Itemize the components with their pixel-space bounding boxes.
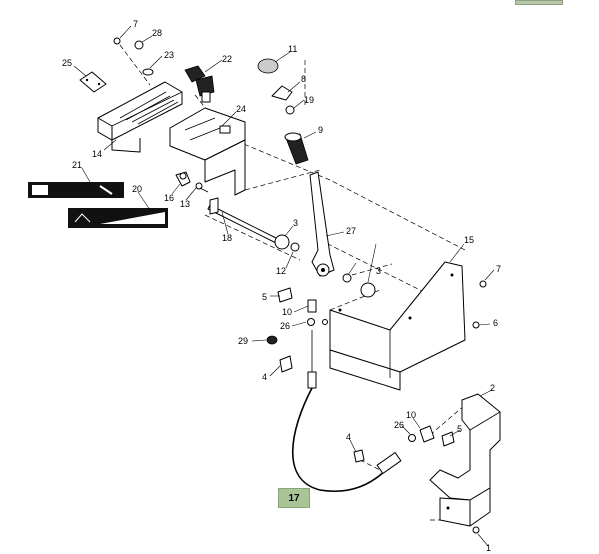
part-5-clip-lower[interactable] (441, 431, 455, 447)
callout-29: 29 (238, 336, 248, 346)
part-10-cable-end-lower[interactable] (419, 425, 435, 443)
part-12-washer-right[interactable] (342, 273, 352, 283)
part-26-nut[interactable] (307, 318, 315, 326)
part-9-handle-grip[interactable] (284, 132, 309, 165)
callout-26: 26 (280, 321, 290, 331)
decal-21 (28, 182, 124, 198)
callout-14: 14 (92, 149, 102, 159)
part-4-clip-lower[interactable] (353, 449, 365, 463)
callout-11: 11 (288, 44, 297, 54)
callout-6: 6 (493, 318, 498, 328)
callout-20: 20 (132, 184, 142, 194)
part-19-nut[interactable] (285, 105, 295, 115)
dashed-assembly-lines (119, 44, 470, 521)
top-tab-indicator (515, 0, 563, 5)
callout-15: 15 (464, 235, 474, 245)
part-22-switch[interactable] (184, 65, 215, 103)
callout-23: 23 (164, 50, 174, 60)
callout-5-lower: 5 (457, 424, 462, 434)
callout-4-upper: 4 (262, 372, 267, 382)
decal-20 (68, 208, 168, 228)
part-23-washer[interactable] (142, 68, 154, 76)
part-7-screw-right[interactable] (479, 280, 487, 288)
callout-21: 21 (72, 160, 82, 170)
callout-26-lower: 26 (394, 420, 404, 430)
part-6-screw[interactable] (472, 321, 480, 329)
callout-27: 27 (346, 226, 356, 236)
callout-10-lower: 10 (406, 410, 416, 420)
part-26-nut-lower[interactable] (408, 434, 416, 442)
callout-12-left: 12 (276, 266, 286, 276)
part-5-clip[interactable] (277, 287, 293, 303)
callout-10: 10 (282, 307, 292, 317)
part-28-nut[interactable] (134, 40, 144, 50)
callout-9: 9 (318, 125, 323, 135)
part-17-cable[interactable] (291, 330, 402, 492)
part-14-bracket[interactable] (97, 81, 183, 153)
part-25-plate[interactable] (79, 71, 107, 93)
part-24-bracket[interactable] (169, 107, 246, 196)
part-3-bushing-left[interactable] (274, 234, 290, 250)
callout-17-highlight[interactable]: 17 (278, 488, 310, 508)
part-6-small-screw[interactable] (322, 319, 328, 325)
callout-7-right: 7 (496, 264, 501, 274)
callout-3-left: 3 (293, 218, 298, 228)
callout-5: 5 (262, 292, 267, 302)
callout-28: 28 (152, 28, 162, 38)
part-16-fitting[interactable] (175, 171, 191, 187)
part-11-knob[interactable] (257, 58, 279, 74)
part-1-screw[interactable] (472, 526, 480, 534)
callout-18: 18 (222, 233, 232, 243)
callout-3-right: 3 (376, 266, 381, 276)
part-13-bolt[interactable] (195, 182, 209, 193)
callout-labels: 7 28 23 25 22 24 14 21 20 16 13 18 11 8 … (62, 19, 501, 553)
part-15-bracket[interactable] (329, 261, 466, 391)
callout-13: 13 (180, 199, 190, 209)
part-27-lever[interactable] (309, 171, 335, 277)
part-4-clip-upper[interactable] (279, 355, 293, 373)
callout-1: 1 (486, 543, 491, 553)
part-7-screw-top[interactable] (113, 37, 121, 45)
part-12-washer-left[interactable] (290, 242, 300, 252)
part-18-rod[interactable] (207, 197, 281, 245)
callout-22: 22 (222, 54, 232, 64)
callout-25: 25 (62, 58, 72, 68)
callout-4-lower: 4 (346, 432, 351, 442)
callout-16: 16 (164, 193, 174, 203)
callout-17-label: 17 (288, 492, 300, 504)
part-10-cable-end[interactable] (307, 299, 317, 313)
part-2-bracket[interactable] (429, 393, 501, 527)
callout-24: 24 (236, 104, 246, 114)
part-3-bushing-right[interactable] (360, 282, 376, 298)
part-8-clip[interactable] (271, 85, 293, 101)
callout-7: 7 (133, 19, 138, 29)
callout-19: 19 (304, 95, 314, 105)
callout-8: 8 (301, 74, 306, 84)
callout-2: 2 (490, 383, 495, 393)
leader-lines (73, 25, 495, 547)
part-29-nut[interactable] (266, 335, 278, 345)
